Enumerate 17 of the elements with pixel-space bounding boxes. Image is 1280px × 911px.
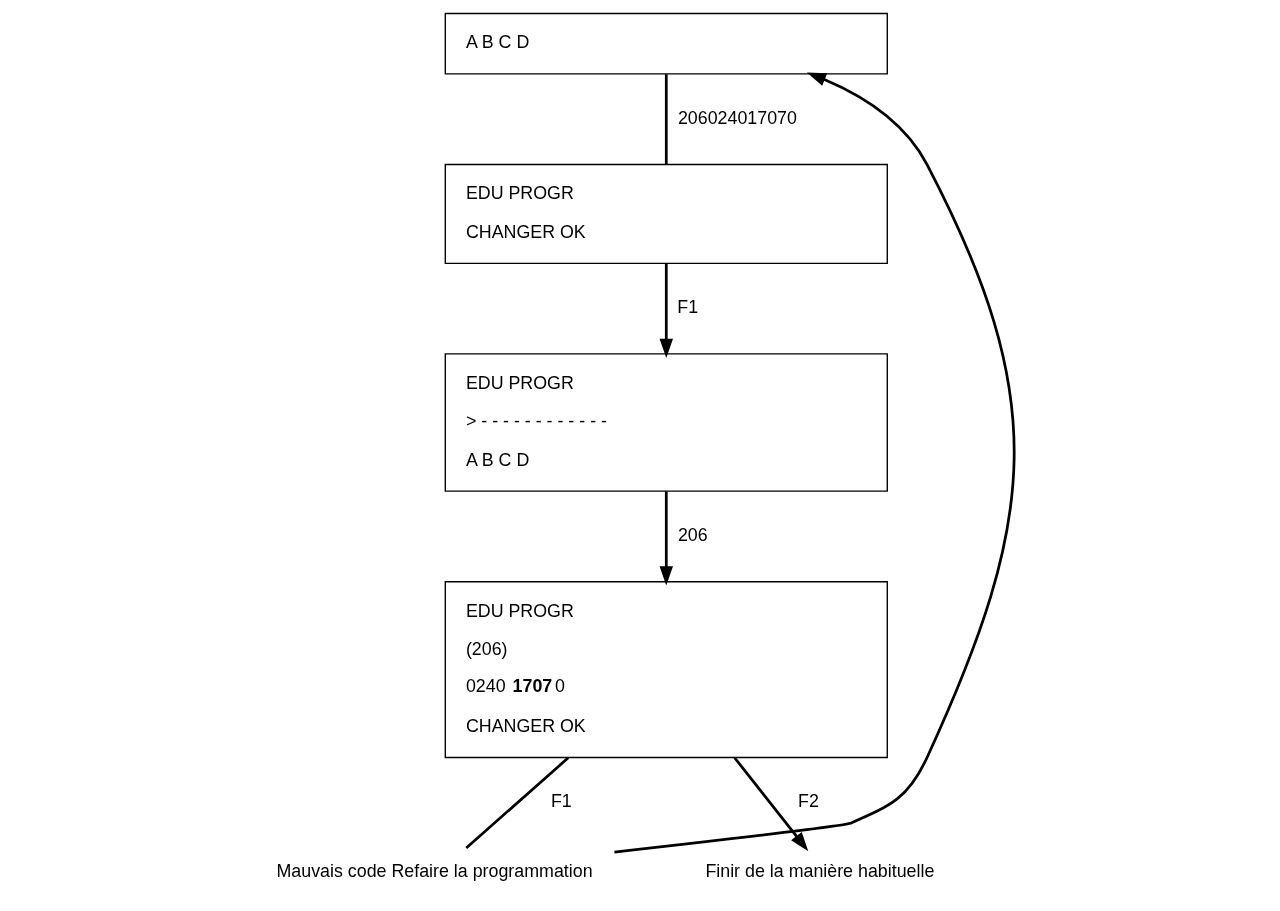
edge-label: F2 [798,791,819,812]
arrow [733,756,809,852]
connector [664,74,668,165]
node-text: Finir de la manière habituelle [705,861,935,882]
arrow [659,491,674,586]
edge-label: F1 [550,791,572,812]
node-text: Mauvais code Refaire la programmation [276,861,593,882]
connector [465,756,570,850]
node-box: EDU PROGR CHANGER OK [444,163,888,265]
arrow [614,72,1016,854]
edge-label: F1 [677,297,699,318]
arrow [659,263,674,358]
edge-label: 206 [677,525,708,546]
node-box: EDU PROGR (206) 0240 1707 0 CHANGER OK [444,581,888,759]
edge-label: 206024017070 [677,107,797,128]
node-box: EDU PROGR > - - - - - - - - - - - - A B C D [444,353,888,492]
node-box: A B C D [444,12,888,75]
